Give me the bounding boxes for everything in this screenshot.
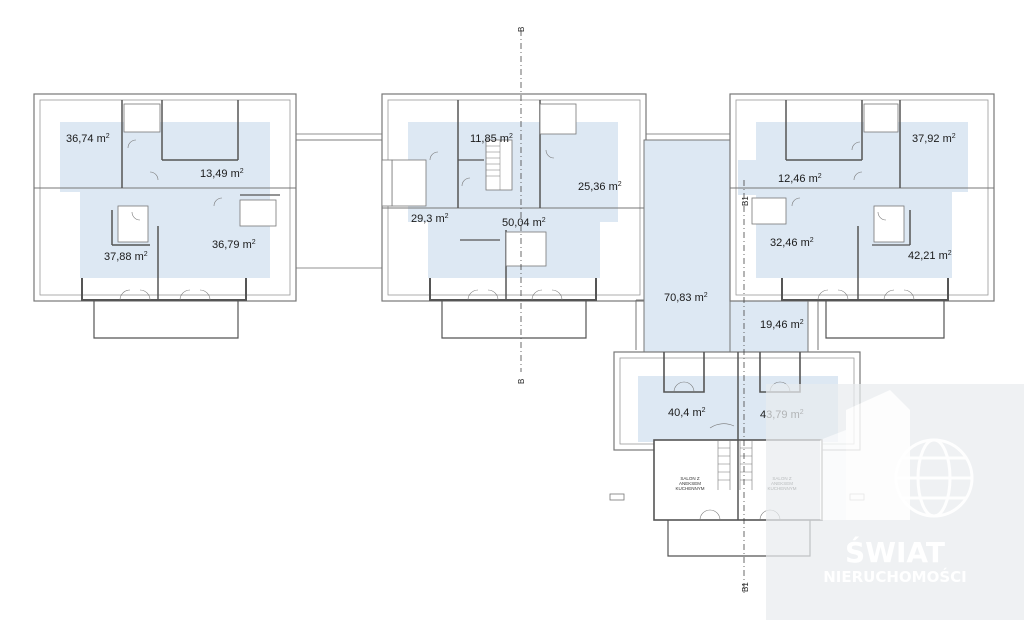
right-wing-room-fill-bottom [756, 192, 952, 278]
door-arc [531, 289, 563, 301]
right-wing-bathroom [873, 205, 905, 243]
area-label: 37,92 m2 [912, 133, 956, 145]
left-wing-bay [81, 278, 247, 301]
door-arc [817, 289, 849, 301]
corridor-fill [643, 139, 731, 355]
section-mark-b1-top: B1 [741, 196, 750, 206]
right-wing-bathroom [751, 197, 787, 225]
door-arc [883, 289, 915, 301]
lower-wing-bay [663, 352, 705, 393]
left-connector-block [295, 139, 383, 269]
area-label: 29,3 m2 [411, 213, 449, 225]
middle-wing [381, 93, 647, 339]
area-label: 19,46 m2 [760, 319, 804, 331]
area-label: 12,46 m2 [778, 173, 822, 185]
section-mark-b1-bottom: B1 [741, 582, 750, 592]
door-arc [699, 509, 721, 521]
section-mark-b-top: B [517, 27, 526, 32]
door-arc [213, 197, 223, 207]
area-label: 70,83 m2 [664, 292, 708, 304]
area-label: 42,21 m2 [908, 250, 952, 262]
area-label: 37,88 m2 [104, 251, 148, 263]
left-wing-inner [39, 99, 291, 296]
door-arc [853, 171, 863, 181]
middle-wing-bathroom [505, 231, 547, 267]
left-wing-bathroom [239, 199, 277, 227]
staircase [485, 139, 513, 191]
watermark-line1: ŚWIAT [845, 535, 945, 569]
left-wing [33, 93, 297, 339]
watermark-line2: NIERUCHOMOŚCI [823, 567, 967, 586]
door-arc [791, 197, 801, 207]
building-icon [820, 390, 910, 520]
area-label: 50,04 m2 [502, 217, 546, 229]
area-label: 40,4 m2 [668, 407, 706, 419]
middle-wing-annex [381, 159, 393, 207]
left-connector [295, 133, 383, 141]
watermark: ŚWIAT NIERUCHOMOŚCI [766, 384, 1024, 620]
middle-wing-room-fill-top [408, 122, 618, 222]
area-label: 25,36 m2 [578, 181, 622, 193]
door-arc [429, 151, 439, 161]
area-label: 36,74 m2 [66, 133, 110, 145]
door-arc [127, 139, 137, 149]
door-arc [545, 149, 555, 159]
door-arc [851, 141, 861, 151]
left-wing-room-fill-right [160, 160, 270, 195]
door-arc [149, 171, 159, 181]
middle-wing-bathroom [391, 159, 427, 207]
door-arc [673, 381, 695, 393]
section-mark-b-bottom: B [517, 379, 526, 384]
room-note: ANEKSEM [679, 481, 701, 486]
left-wing-terrace [93, 300, 239, 339]
right-wing-bay [781, 278, 949, 301]
door-arc [131, 211, 141, 221]
area-label: 11,85 m2 [470, 133, 513, 145]
right-connector [645, 133, 731, 141]
middle-wing-bay [429, 278, 597, 301]
staircase [709, 423, 753, 490]
left-wing-bathroom [123, 103, 161, 133]
door-arc [179, 289, 211, 301]
door-arc [467, 289, 499, 301]
left-wing-bathroom [117, 205, 149, 243]
right-wing-bathroom [863, 103, 899, 133]
door-arc [461, 177, 471, 187]
right-wing [729, 93, 995, 339]
area-label: 32,46 m2 [770, 237, 814, 249]
room-note: SALON Z [680, 476, 700, 481]
right-wing-room-fill-left [738, 160, 838, 195]
door-arc [119, 289, 151, 301]
right-wing-terrace [825, 300, 945, 339]
globe-icon [894, 438, 974, 518]
corridor [635, 139, 819, 355]
room-note: KUCHENNYM [675, 486, 704, 491]
area-label: 36,79 m2 [212, 239, 256, 251]
middle-wing-bathroom [539, 103, 577, 135]
area-label: 13,49 m2 [200, 168, 244, 180]
door-arc [877, 211, 887, 221]
lower-wing-step [609, 493, 625, 501]
middle-wing-terrace [441, 300, 587, 339]
